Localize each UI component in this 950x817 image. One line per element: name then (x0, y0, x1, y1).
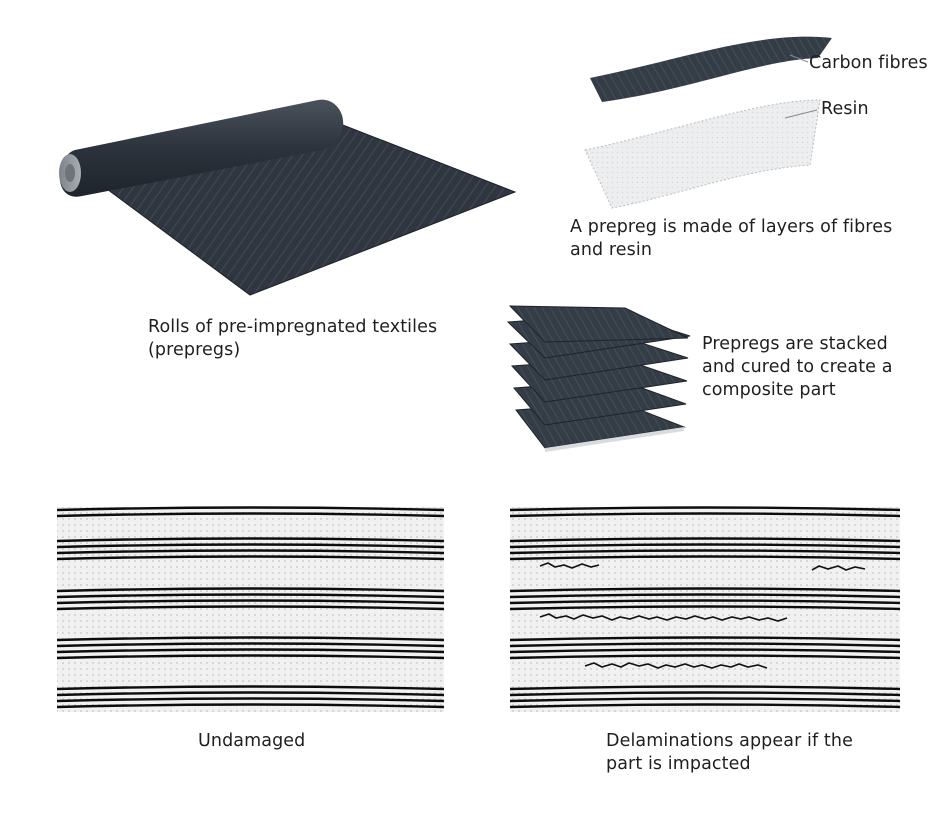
resin-leader-line (784, 109, 818, 119)
delamination-caption-line-2: part is impacted (606, 754, 751, 774)
stack-caption-line-2: and cured to create a (702, 357, 893, 377)
delamination-cracks (539, 562, 866, 669)
roll-caption-line-1: Rolls of pre-impregnated textiles (148, 317, 438, 337)
fibre-leader-line (789, 54, 809, 63)
roll-caption: Rolls of pre-impregnated textiles (prepr… (148, 316, 437, 362)
damaged-cross-section (509, 506, 901, 712)
resin-label: Resin (821, 99, 869, 119)
delamination-caption: Delaminations appear if the part is impa… (606, 730, 853, 776)
prepreg-roll-illustration (59, 99, 517, 296)
prepreg-layers-caption: A prepreg is made of layers of fibres an… (570, 216, 892, 262)
resin-layer (584, 99, 821, 209)
carbon-fibre-layer (590, 36, 832, 102)
prepreg-layers-caption-line-1: A prepreg is made of layers of fibres (570, 217, 893, 237)
undamaged-caption: Undamaged (198, 731, 306, 751)
roll-cylinder (59, 99, 344, 197)
carbon-fibres-label: Carbon fibres (809, 53, 928, 73)
prepreg-layers-caption-line-2: and resin (570, 240, 653, 260)
roll-caption-line-2: (prepregs) (148, 340, 241, 360)
stack-caption: Prepregs are stacked and cured to create… (702, 333, 893, 402)
delamination-caption-line-1: Delaminations appear if the (606, 731, 853, 751)
prepreg-layers-illustration (584, 36, 832, 209)
stacked-prepregs-illustration (506, 305, 691, 452)
stack-caption-line-3: composite part (702, 380, 836, 400)
stack-caption-line-1: Prepregs are stacked (702, 334, 888, 354)
undamaged-cross-section (56, 506, 445, 712)
